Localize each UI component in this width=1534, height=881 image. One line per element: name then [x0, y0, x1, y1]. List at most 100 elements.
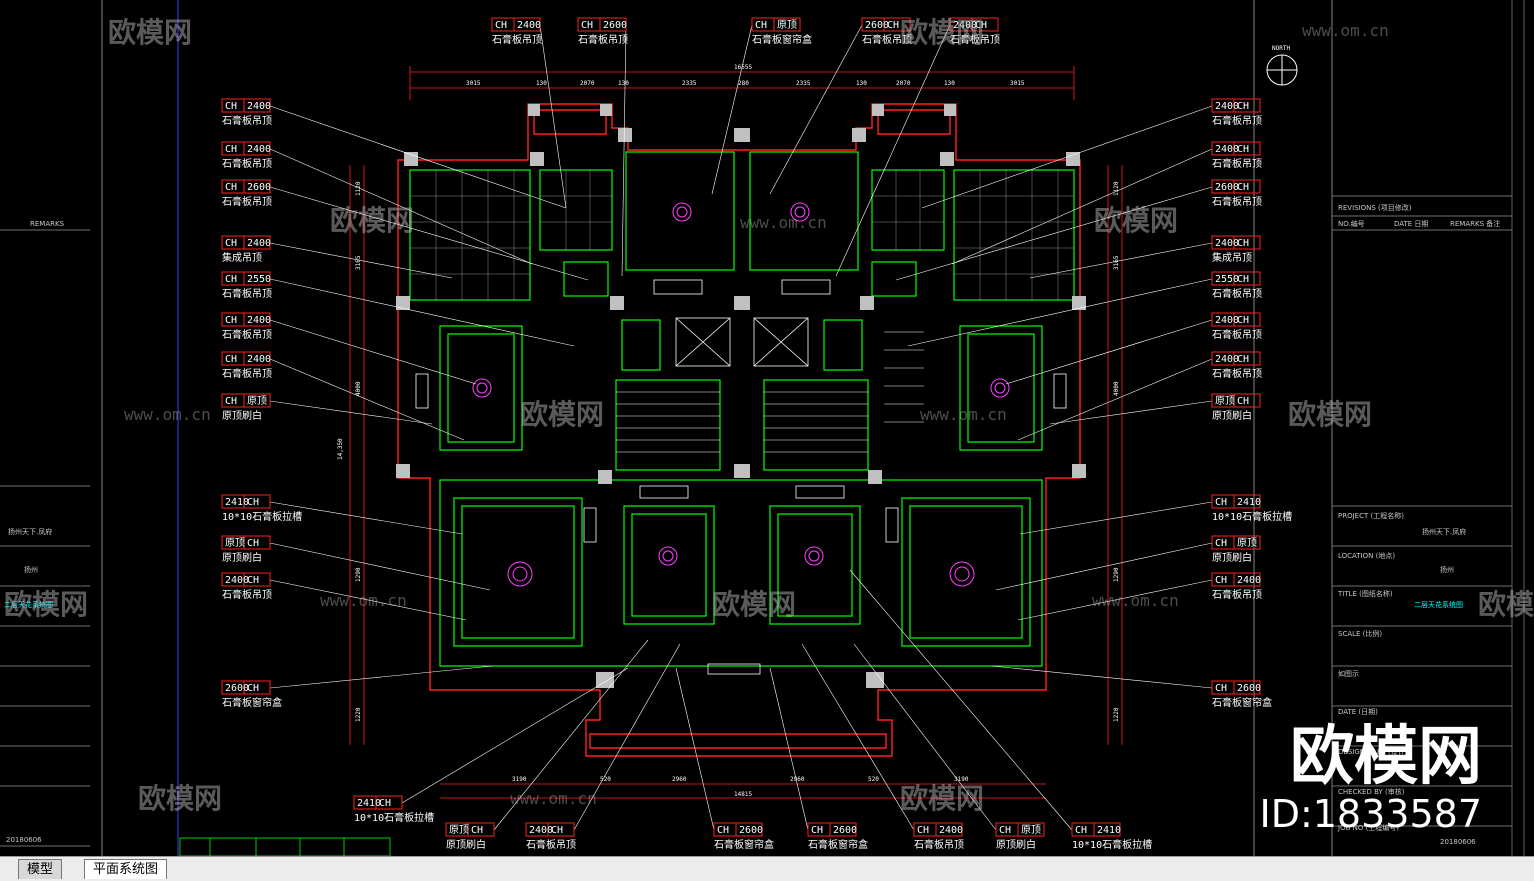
label-box — [949, 17, 999, 32]
callout-bottom: CH 2600 石膏板窗帘盒 — [713, 822, 774, 851]
leader-line — [895, 186, 1213, 281]
leader-line — [1019, 501, 1213, 535]
location-value: 扬州 — [1440, 565, 1454, 574]
label-code: CH — [755, 20, 767, 31]
tab-model[interactable]: 模型 — [18, 859, 63, 879]
label-value: 2400 — [247, 101, 271, 112]
leader-line — [921, 105, 1213, 209]
scale-value: 如图示 — [1338, 669, 1359, 678]
label-box — [1211, 680, 1261, 695]
label-description: 石膏板吊顶 — [1212, 195, 1262, 208]
label-description: 原顶刷白 — [222, 409, 262, 422]
label-value: CH — [1237, 315, 1249, 326]
svg-text:www.om.cn: www.om.cn — [124, 405, 211, 424]
vents — [415, 279, 1067, 675]
label-description: 石膏板窗帘盒 — [714, 838, 774, 851]
label-code: CH — [1215, 683, 1227, 694]
side-dim-segment: 1120 — [1113, 181, 1120, 196]
svg-text:欧模网: 欧模网 — [900, 16, 984, 49]
label-box — [1211, 312, 1261, 327]
label-code: CH — [225, 354, 237, 365]
leader-line — [907, 278, 1213, 347]
label-value: 2400 — [247, 315, 271, 326]
bottom-dim-segment: 3190 — [512, 776, 527, 783]
walls — [397, 103, 1081, 757]
label-description: 石膏板吊顶 — [950, 33, 1000, 46]
label-description: 石膏板吊顶 — [222, 114, 272, 127]
label-value: 2410 — [1237, 497, 1261, 508]
revisions-remarks: REMARKS 备注 — [1450, 219, 1500, 228]
label-code: CH — [581, 20, 593, 31]
label-description: 石膏板吊顶 — [1212, 588, 1262, 601]
label-description: 石膏板吊顶 — [222, 157, 272, 170]
label-description: 石膏板吊顶 — [862, 33, 912, 46]
label-description: 集成吊顶 — [222, 251, 262, 264]
label-box — [525, 822, 575, 837]
label-value: CH — [975, 20, 987, 31]
label-code: CH — [717, 825, 729, 836]
label-value: 2600 — [1237, 683, 1261, 694]
leader-line — [951, 148, 1213, 265]
label-box — [221, 141, 271, 156]
left-title-block — [0, 229, 90, 847]
leader-line — [1017, 579, 1213, 621]
leader-line — [269, 278, 575, 347]
date-heading: DATE (日期) — [1338, 708, 1378, 716]
label-code: CH — [225, 238, 237, 249]
svg-text:欧模网: 欧模网 — [330, 204, 414, 237]
left-location: 扬州 — [24, 565, 38, 574]
stairs — [616, 331, 924, 453]
watermark-badge: 欧模网 ID:1833587 — [1259, 722, 1482, 836]
leader-line — [269, 242, 453, 279]
label-box — [491, 17, 541, 32]
label-description: 10*10石膏板拉槽 — [1072, 838, 1152, 851]
label-code: 2400 — [225, 575, 249, 586]
label-value: 原顶 — [247, 395, 267, 407]
label-value: 原顶 — [1021, 824, 1041, 836]
label-value: 2600 — [739, 825, 763, 836]
drawing-canvas[interactable]: REMARKS 扬州天下.凤府 扬州 二层天花系统图 20180606 REVI… — [0, 0, 1534, 856]
tile-grid — [410, 170, 1074, 300]
label-box — [1211, 572, 1261, 587]
label-value: CH — [1237, 396, 1249, 407]
label-code: 2400 — [1215, 238, 1239, 249]
svg-text:www.om.cn: www.om.cn — [1092, 591, 1179, 610]
watermark-logo: 欧模网 — [1290, 720, 1482, 794]
label-value: CH — [551, 825, 563, 836]
left-remarks: REMARKS — [30, 220, 65, 228]
tab-layout[interactable]: 平面系统图 — [84, 859, 168, 879]
leader-line — [711, 24, 753, 195]
label-box — [1211, 535, 1261, 550]
side-dim-segment: 4000 — [1113, 381, 1120, 396]
label-value: CH — [247, 575, 259, 586]
label-value: 2400 — [1237, 575, 1261, 586]
label-code: CH — [495, 20, 507, 31]
label-description: 原顶刷白 — [1212, 409, 1252, 422]
leader-line — [269, 501, 463, 535]
label-code: 原顶 — [225, 537, 245, 549]
svg-text:欧模网: 欧模网 — [1094, 204, 1178, 237]
label-box — [1211, 179, 1261, 194]
label-box — [1211, 235, 1261, 250]
north-label: NORTH — [1272, 45, 1290, 52]
bottom-dim-segment: 520 — [868, 776, 879, 783]
leader-line — [269, 579, 467, 621]
leader-line — [769, 24, 863, 195]
revisions-no: NO.编号 — [1338, 219, 1365, 228]
label-box — [221, 98, 271, 113]
